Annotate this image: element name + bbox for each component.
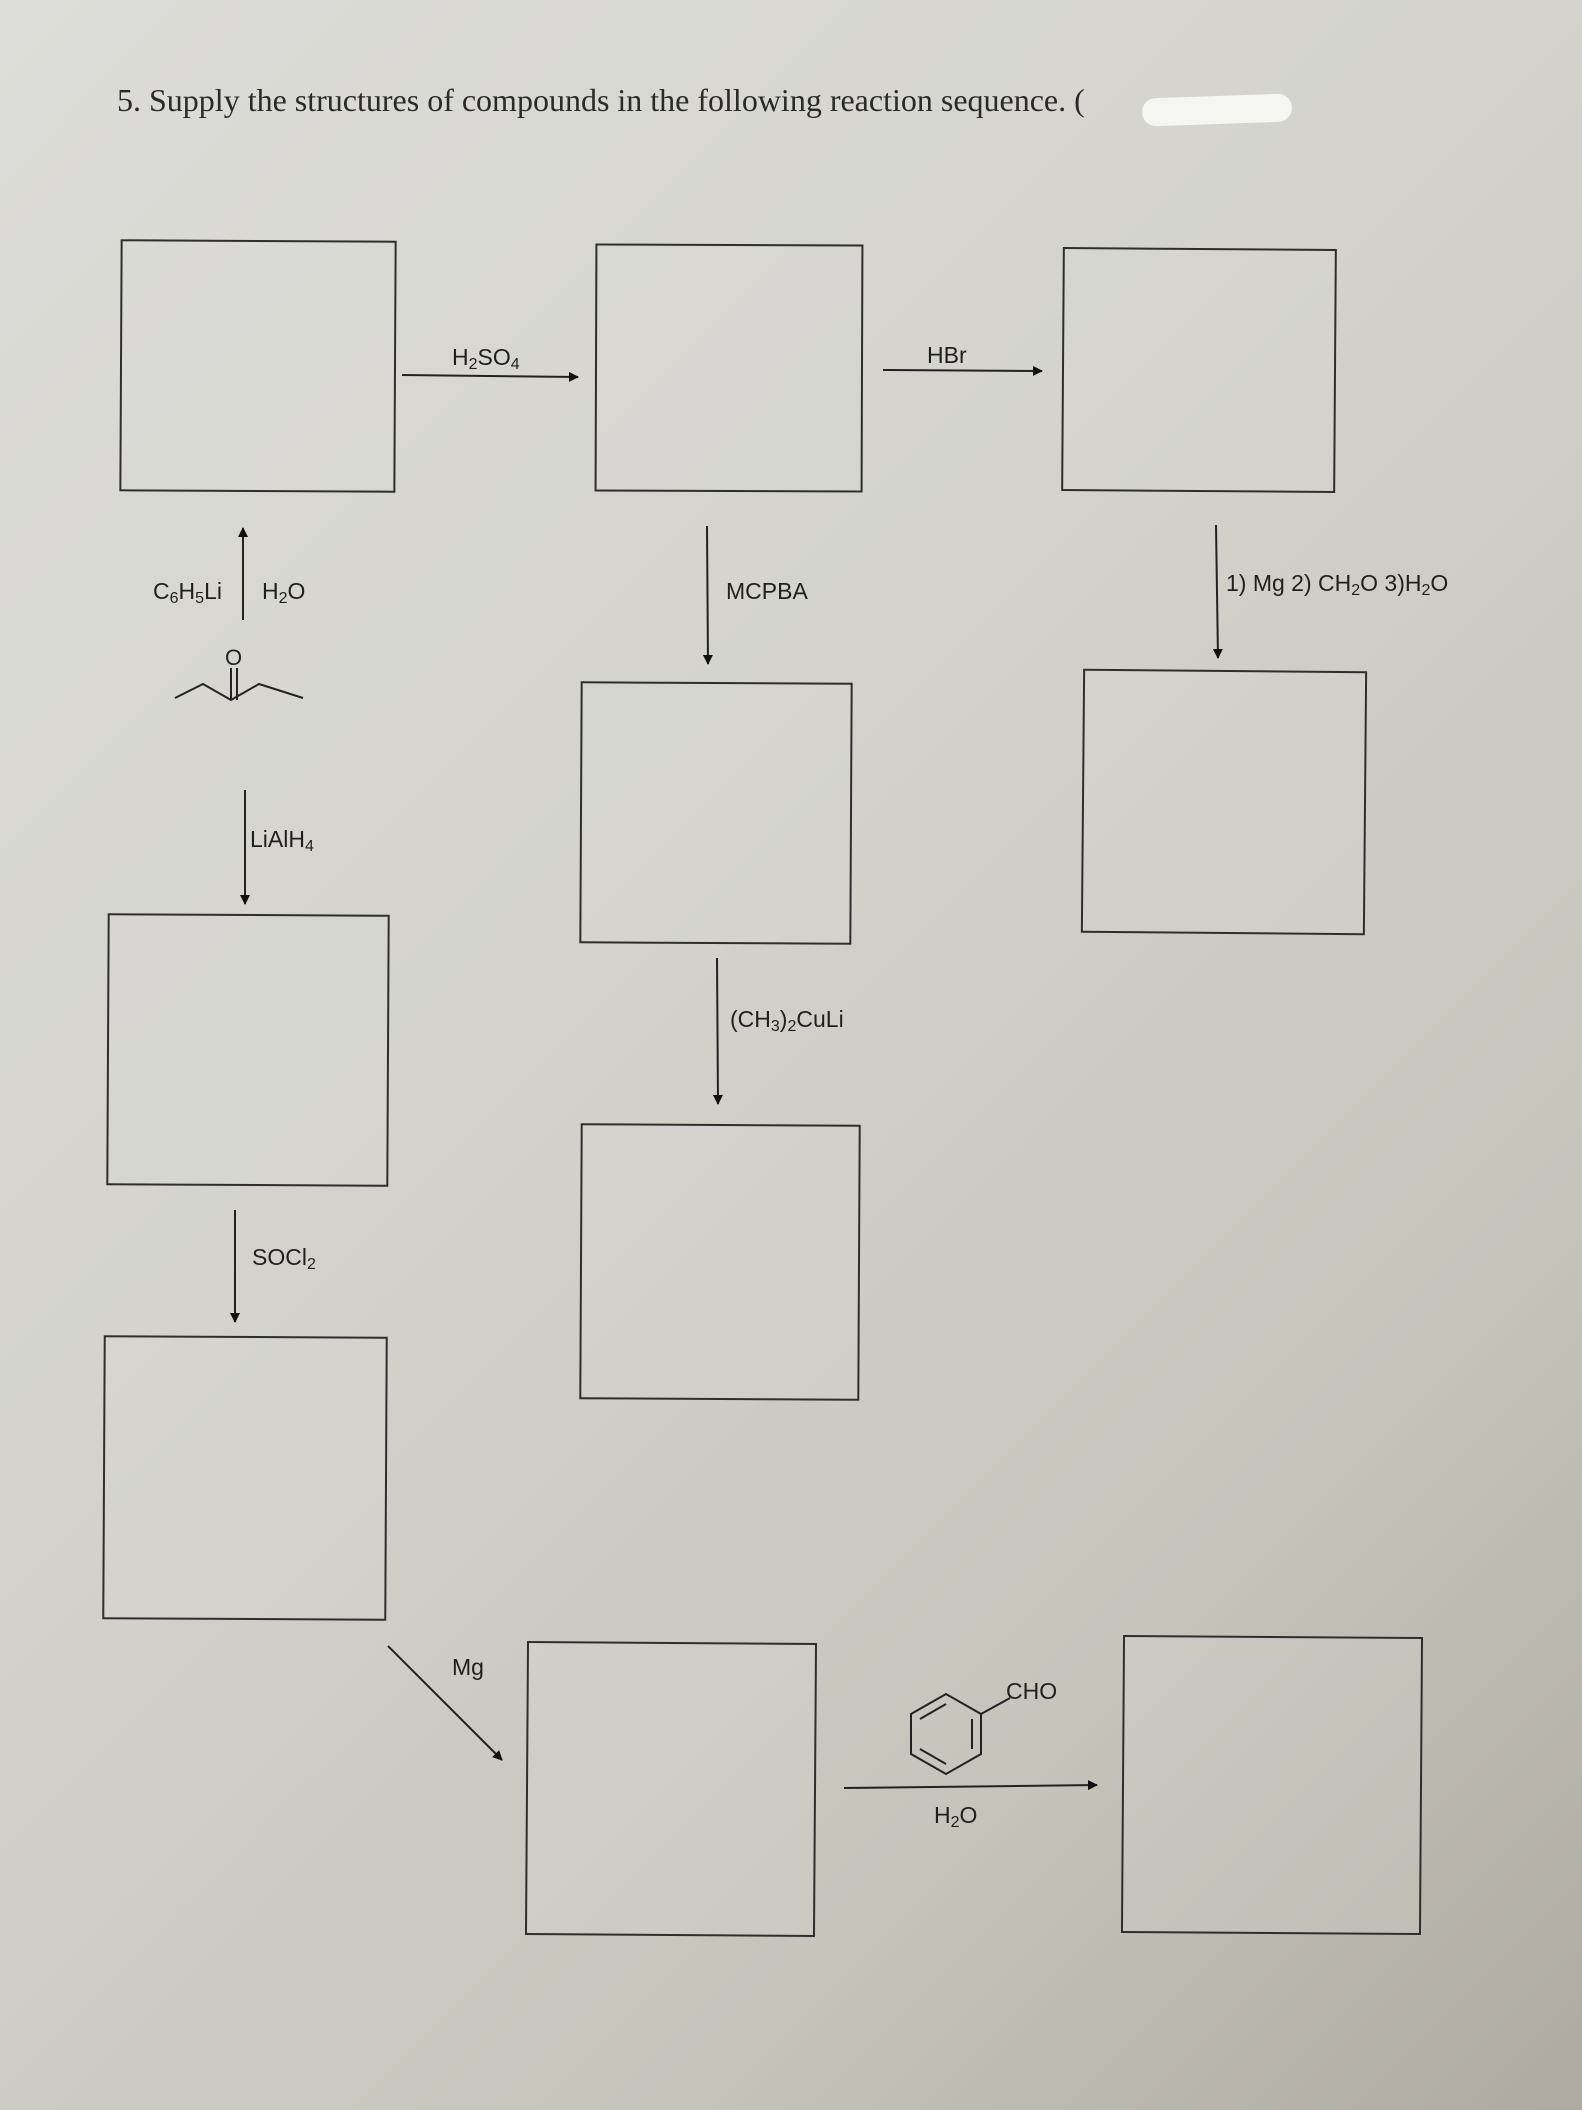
- svg-text:O: O: [225, 645, 242, 670]
- arrow-down-mcpba: [702, 525, 713, 665]
- arrow-diagonal-mg: [387, 1645, 503, 1761]
- arrow-hbr: [882, 365, 1043, 376]
- reagent-hbr: HBr: [927, 342, 967, 368]
- arrow-benzaldehyde: [843, 1780, 1098, 1791]
- reagent-lialh4: LiAlH4: [250, 826, 314, 855]
- reagent-grignard-sequence: 1) Mg 2) CH2O 3)H2O: [1226, 570, 1449, 599]
- reagent-c6h5li: C6H5Li: [153, 578, 222, 607]
- reagent-h2so4: H2SO4: [452, 344, 520, 373]
- reagent-cuprate: (CH3)2CuLi: [730, 1006, 844, 1035]
- reagent-mg: Mg: [452, 1654, 484, 1680]
- arrow-h2so4: [401, 371, 579, 382]
- pentanone-oxygen-glyph: O: [225, 645, 242, 670]
- reagent-socl2: SOCl2: [252, 1244, 316, 1273]
- arrow-down-cuprate: [712, 957, 723, 1105]
- reagent-h2o-top: H2O: [262, 578, 306, 607]
- reagent-cho: CHO: [1006, 1678, 1058, 1704]
- arrow-down-grignard: [1212, 524, 1223, 659]
- reagent-mcpba: MCPBA: [726, 578, 808, 604]
- reagent-h2o-bottom: H2O: [934, 1802, 978, 1831]
- benzene-ring-structure: [910, 1692, 1011, 1776]
- pentanone-structure: [174, 668, 304, 702]
- question-title: 5. Supply the structures of compounds in…: [117, 82, 1085, 118]
